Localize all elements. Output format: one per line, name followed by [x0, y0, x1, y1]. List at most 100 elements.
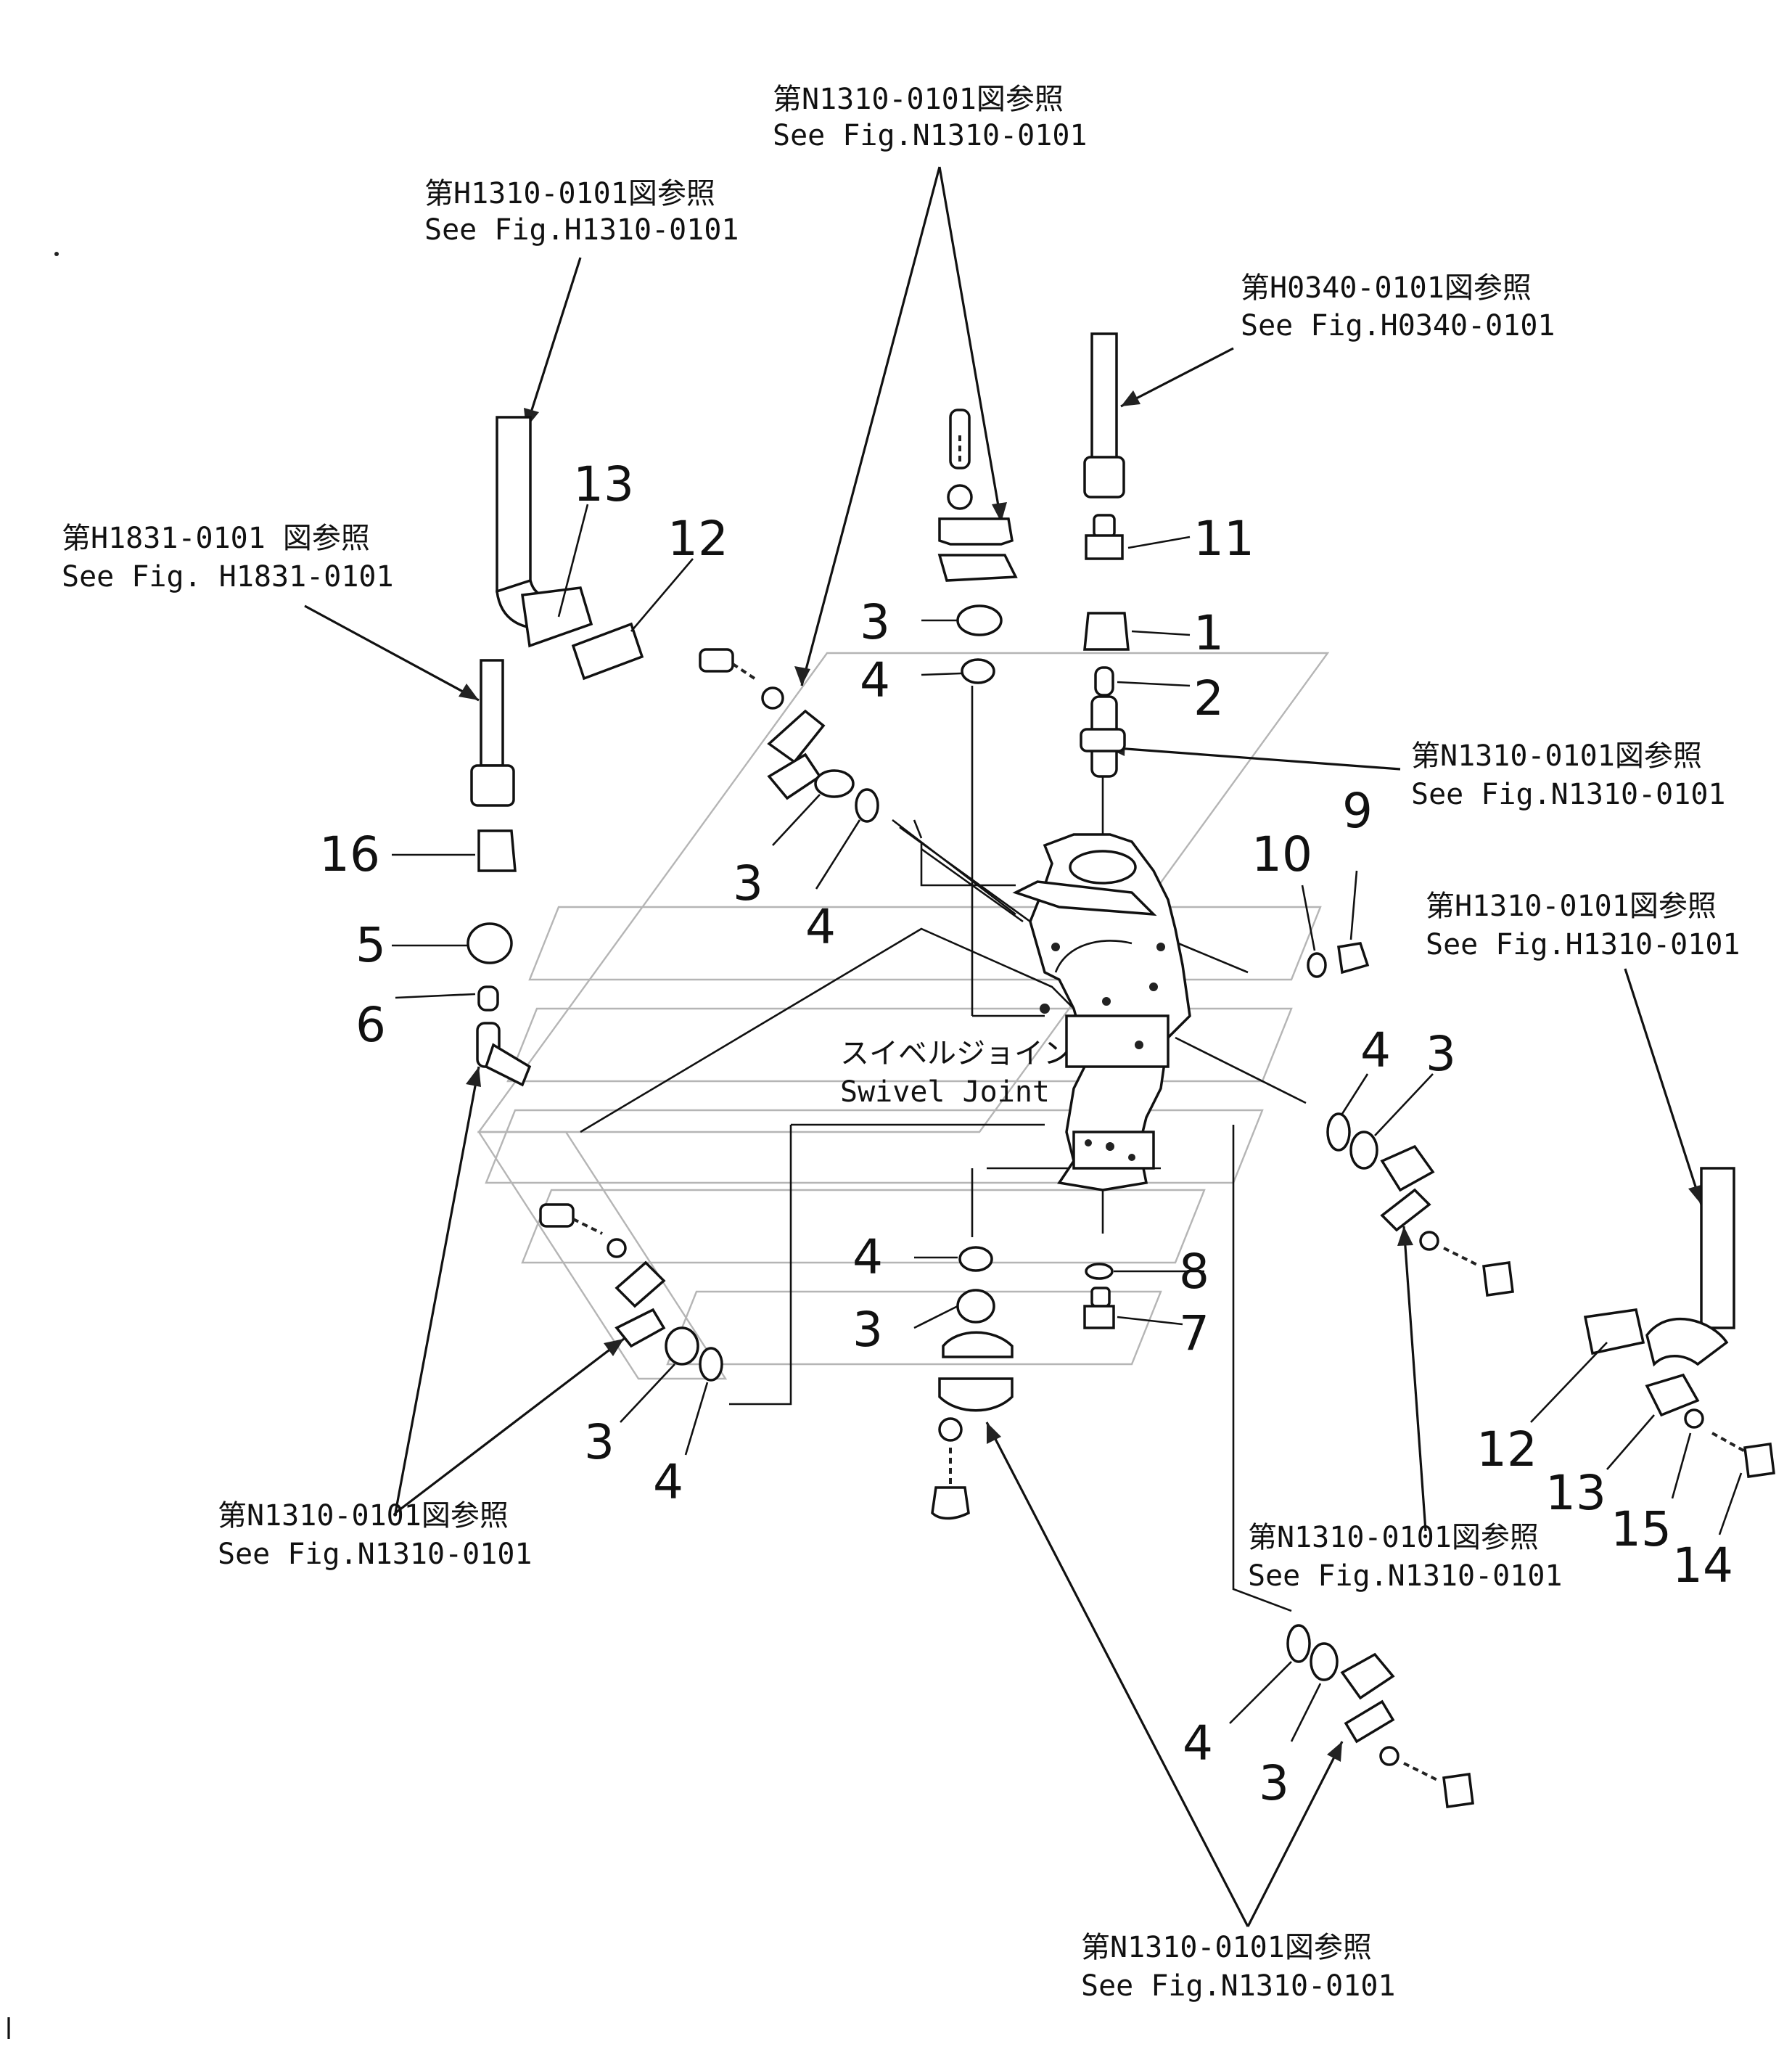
part-number: 1: [1193, 605, 1224, 661]
svg-text:See Fig.N1310-0101: See Fig.N1310-0101: [1411, 778, 1725, 811]
svg-text:第H1831-0101 図参照: 第H1831-0101 図参照: [62, 522, 370, 555]
left-washer: [761, 686, 784, 710]
right-washer: [1419, 1231, 1439, 1251]
part-number: 4: [852, 1229, 883, 1285]
part-number: 4: [653, 1454, 683, 1510]
part-number: 4: [1183, 1715, 1213, 1771]
fitting-16: [477, 829, 517, 872]
part-number: 11: [1193, 511, 1254, 567]
part-number: 5: [355, 917, 386, 973]
swivel-joint-caption: スイベルジョイント Swivel Joint: [840, 1037, 1101, 1109]
part-number: 3: [1259, 1755, 1289, 1811]
part-number: 14: [1672, 1538, 1733, 1593]
o-ring-8: [1085, 1263, 1114, 1280]
part-number: 3: [1426, 1026, 1456, 1082]
lower-left-bolt: [539, 1203, 603, 1235]
top-o-ring: [961, 658, 995, 684]
svg-text:第H1310-0101図参照: 第H1310-0101図参照: [424, 177, 715, 210]
o-ring-10: [1307, 952, 1327, 978]
lower-left-washer: [607, 1238, 627, 1258]
right-split-flange-lower: [1380, 1188, 1431, 1232]
sleeve-6: [477, 985, 499, 1012]
right-split-flange-upper: [1380, 1144, 1435, 1192]
hose-h1310-right: [1645, 1167, 1735, 1367]
part-number: 13: [1545, 1465, 1606, 1521]
ref-h1831: 第H1831-0101 図参照 See Fig. H1831-0101: [62, 522, 394, 594]
flange-cap-12-left: [571, 622, 644, 681]
right-bolt: [1443, 1247, 1514, 1297]
lower-right-o-ring: [1286, 1624, 1311, 1663]
part-number: 3: [860, 594, 890, 650]
ref-top-h1310: 第H1310-0101図参照 See Fig.H1310-0101: [424, 177, 739, 247]
lower-backup-ring: [956, 1289, 995, 1324]
sleeve-2: [1094, 666, 1114, 697]
part-number: 4: [860, 652, 890, 708]
part-number: 2: [1193, 670, 1224, 726]
part-number: 3: [584, 1414, 615, 1470]
lower-bolt: [931, 1448, 970, 1520]
ref-top-n1310: 第N1310-0101図参照 See Fig.N1310-0101: [773, 83, 1087, 152]
svg-text:See Fig. H1831-0101: See Fig. H1831-0101: [62, 560, 394, 594]
hose-h1831: [470, 659, 515, 807]
lower-left-split-flange-upper: [615, 1260, 666, 1308]
lower-right-bolt: [1403, 1762, 1474, 1808]
bolt-14: [1711, 1432, 1775, 1478]
part-number: 9: [1342, 783, 1373, 839]
svg-text:Swivel Joint: Swivel Joint: [840, 1075, 1050, 1109]
part-number: 13: [573, 456, 634, 512]
svg-text:第H0340-0101図参照: 第H0340-0101図参照: [1241, 271, 1532, 305]
part-number: 7: [1179, 1305, 1209, 1361]
part-number: 3: [852, 1302, 883, 1358]
lower-split-flange: [938, 1331, 1014, 1412]
svg-text:See Fig.N1310-0101: See Fig.N1310-0101: [1081, 1969, 1395, 2003]
part-number: 6: [355, 997, 386, 1053]
right-backup-ring: [1349, 1131, 1378, 1170]
left-bolt: [699, 648, 756, 680]
margin-dot: [54, 252, 59, 256]
ref-right-h1310: 第H1310-0101図参照 See Fig.H1310-0101: [1426, 890, 1740, 961]
lower-right-backup-ring: [1310, 1642, 1339, 1681]
svg-text:See Fig.N1310-0101: See Fig.N1310-0101: [218, 1538, 532, 1571]
ref-left-n1310: 第N1310-0101図参照 See Fig.N1310-0101: [218, 1499, 532, 1571]
fitting-7: [1083, 1287, 1115, 1329]
svg-text:スイベルジョイント: スイベルジョイント: [840, 1037, 1101, 1070]
ref-lowerright-n1310: 第N1310-0101図参照 See Fig.N1310-0101: [1248, 1521, 1562, 1593]
part-number: 3: [733, 856, 763, 911]
svg-text:第N1310-0101図参照: 第N1310-0101図参照: [218, 1499, 509, 1533]
part-number: 12: [667, 511, 728, 567]
svg-text:See Fig.N1310-0101: See Fig.N1310-0101: [773, 119, 1087, 152]
svg-text:第N1310-0101図参照: 第N1310-0101図参照: [1411, 739, 1702, 773]
svg-text:See Fig.N1310-0101: See Fig.N1310-0101: [1248, 1559, 1562, 1593]
part-number-leaders: [392, 504, 1743, 1742]
fitting-11: [1085, 514, 1124, 560]
flange-cap-12-right: [1583, 1308, 1645, 1355]
top-split-flange: [937, 517, 1018, 582]
elbow-6: [476, 1022, 532, 1087]
part-number: 10: [1251, 826, 1312, 882]
nut-5: [467, 922, 513, 964]
lower-right-washer: [1379, 1746, 1400, 1766]
ref-bottom-n1310: 第N1310-0101図参照 See Fig.N1310-0101: [1081, 1931, 1395, 2003]
part-number: 12: [1476, 1422, 1537, 1477]
svg-text:第N1310-0101図参照: 第N1310-0101図参照: [1248, 1521, 1539, 1554]
top-bolt: [949, 409, 971, 469]
svg-text:See Fig.H0340-0101: See Fig.H0340-0101: [1241, 309, 1555, 342]
part-number: 8: [1179, 1244, 1209, 1300]
lower-left-split-flange-lower: [615, 1308, 666, 1348]
plug-9: [1337, 942, 1370, 975]
svg-text:第N1310-0101図参照: 第N1310-0101図参照: [1081, 1931, 1372, 1964]
part-number: 16: [319, 826, 380, 882]
lower-washer: [938, 1417, 963, 1442]
left-o-ring: [855, 788, 879, 823]
hose-h1310-left: [496, 416, 593, 648]
ref-right-n1310: 第N1310-0101図参照 See Fig.N1310-0101: [1411, 739, 1725, 811]
lower-left-backup-ring: [665, 1326, 699, 1366]
left-split-flange-lower: [767, 752, 822, 800]
swivel-joint-body: [1012, 833, 1191, 1191]
part-number: 4: [1360, 1022, 1391, 1078]
ref-h0340: 第H0340-0101図参照 See Fig.H0340-0101: [1241, 271, 1555, 342]
part-number: 15: [1611, 1501, 1672, 1557]
lower-o-ring: [958, 1246, 993, 1272]
svg-text:See Fig.H1310-0101: See Fig.H1310-0101: [424, 213, 739, 247]
